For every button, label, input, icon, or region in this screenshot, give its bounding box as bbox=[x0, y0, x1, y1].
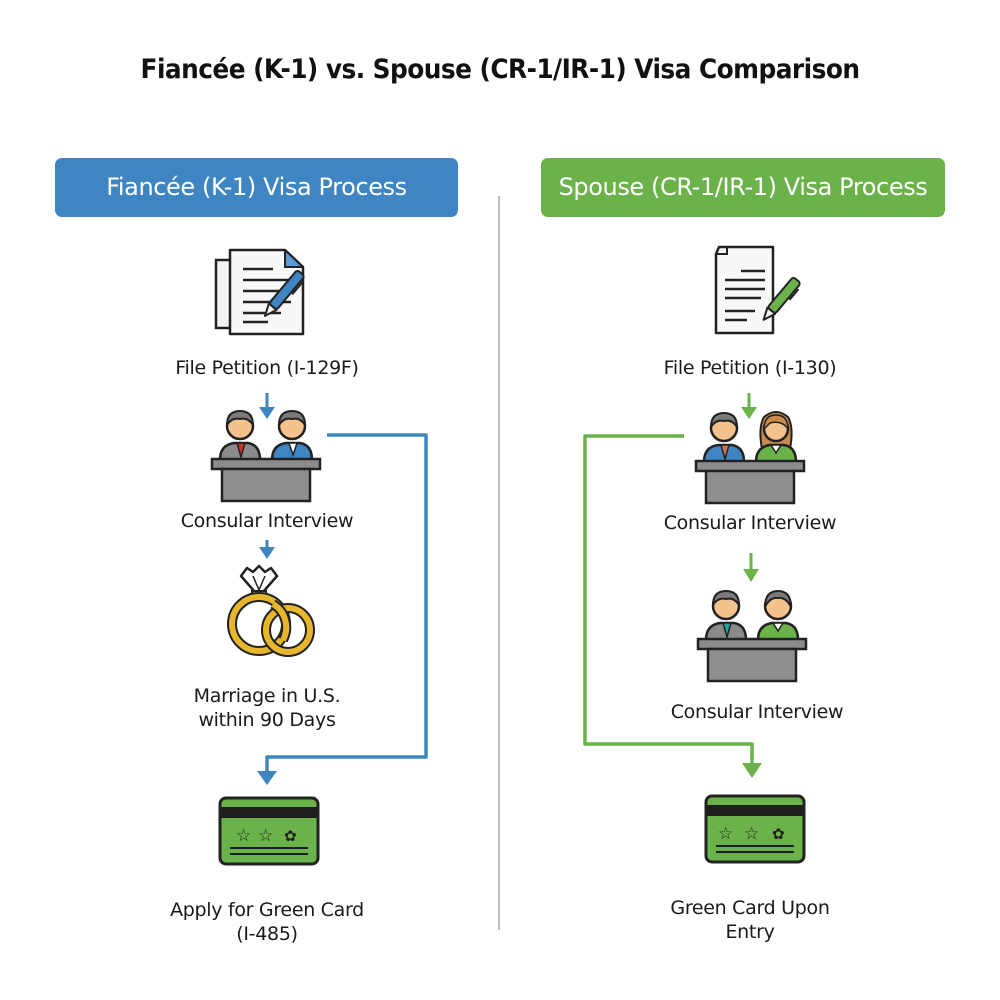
svg-text:☆: ☆ bbox=[236, 826, 251, 846]
spouse-step-interview-label: Consular Interview bbox=[663, 512, 837, 534]
k1-step-file-petition-label: File Petition (I-129F) bbox=[175, 357, 359, 379]
spouse-step-file-petition-label: File Petition (I-130) bbox=[663, 357, 837, 379]
consular-interview-icon bbox=[696, 589, 808, 683]
green-card-icon: ☆ ☆ ✿ bbox=[218, 796, 320, 866]
wedding-rings-icon bbox=[227, 564, 315, 657]
document-pen-icon bbox=[214, 248, 305, 336]
page-title: Fiancée (K-1) vs. Spouse (CR-1/IR-1) Vis… bbox=[140, 54, 861, 85]
svg-text:✿: ✿ bbox=[772, 825, 785, 843]
spouse-arrow-interview-to-interview bbox=[743, 553, 759, 582]
spouse-step-green-card-line1: Green Card Upon bbox=[670, 897, 830, 919]
spouse-arrow-petition-to-interview bbox=[741, 393, 757, 419]
k1-step-interview-label: Consular Interview bbox=[180, 510, 354, 532]
svg-text:☆: ☆ bbox=[258, 826, 273, 846]
k1-process-header: Fiancée (K-1) Visa Process bbox=[55, 158, 458, 217]
svg-text:✿: ✿ bbox=[284, 827, 297, 845]
consular-interview-icon bbox=[694, 411, 806, 505]
spouse-step-interview-2-label: Consular Interview bbox=[670, 701, 844, 723]
k1-step-marriage-line1: Marriage in U.S. bbox=[193, 685, 341, 707]
spouse-step-green-card-line2: Entry bbox=[725, 921, 775, 943]
k1-step-marriage-line2: within 90 Days bbox=[198, 709, 336, 731]
k1-step-green-card-label: Apply for Green Card (I-485) bbox=[150, 898, 384, 946]
spouse-bypass-connector bbox=[583, 434, 762, 778]
k1-bypass-connector bbox=[257, 433, 428, 785]
k1-step-green-card-line2: (I-485) bbox=[236, 923, 298, 945]
svg-text:☆: ☆ bbox=[718, 824, 733, 844]
svg-text:☆: ☆ bbox=[744, 824, 759, 844]
spouse-process-header: Spouse (CR-1/IR-1) Visa Process bbox=[541, 158, 945, 217]
spouse-step-green-card-label: Green Card Upon Entry bbox=[636, 896, 864, 944]
consular-interview-icon bbox=[210, 409, 322, 503]
k1-arrow-petition-to-interview bbox=[259, 393, 275, 419]
k1-arrow-interview-to-marriage bbox=[259, 540, 275, 559]
k1-step-marriage-label: Marriage in U.S. within 90 Days bbox=[150, 684, 384, 732]
column-divider bbox=[498, 196, 500, 930]
green-card-icon: ☆ ☆ ✿ bbox=[704, 794, 806, 864]
document-pen-icon bbox=[714, 245, 801, 335]
k1-step-green-card-line1: Apply for Green Card bbox=[170, 899, 364, 921]
